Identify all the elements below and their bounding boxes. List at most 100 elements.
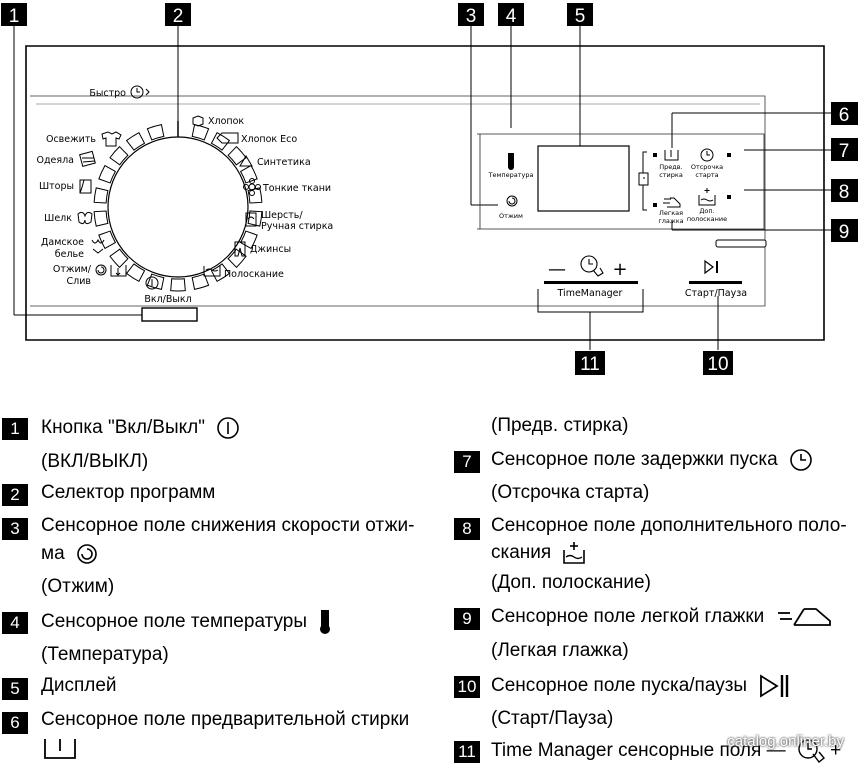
legend-item-7: Сенсорное поле задержки пуска [491, 448, 815, 472]
spin-icon [506, 195, 518, 207]
spin-icon [77, 544, 97, 564]
program-khlopok-eco: Хлопок Eco [241, 134, 297, 145]
lingerie-icon [91, 238, 105, 254]
legend-text-5: Дисплей [41, 675, 117, 696]
extra-rinse-icon [563, 542, 586, 564]
legend-text-7b: (Отсрочка старта) [491, 482, 650, 503]
legend-text-6: Сенсорное поле предварительной стирки [41, 709, 410, 730]
legend-item-1: Кнопка "Вкл/Выкл" [41, 416, 240, 440]
display [537, 145, 630, 212]
legend-text-3: Сенсорное поле снижения скорости отжи- [41, 515, 415, 536]
triangle-icon [239, 155, 253, 167]
program-otzhim-sliv-2: Слив [67, 276, 92, 287]
legend-text-8: Сенсорное поле дополнительного поло- [491, 515, 847, 536]
callout-8: 8 [839, 182, 850, 203]
legend-num-4: 4 [2, 612, 28, 634]
prewash-label-1: Предв. [659, 163, 682, 171]
dial-segment [125, 263, 146, 283]
power-icon [145, 276, 159, 290]
program-selector[interactable] [93, 121, 263, 292]
callout-11: 11 [580, 354, 600, 375]
blanket-icon [79, 150, 96, 167]
legend-num-9: 9 [454, 608, 480, 630]
program-osvezhit: Освежить [46, 134, 96, 145]
shirt-icon [101, 131, 122, 147]
callout-1: 1 [9, 6, 20, 27]
time-plus-button[interactable]: + [612, 259, 627, 280]
jeans-icon [234, 241, 246, 257]
legend-text-2: Селектор программ [41, 482, 216, 503]
callout-2: 2 [173, 6, 184, 27]
delay-icon [790, 449, 812, 471]
dial-segment [93, 187, 109, 204]
wool-icon [245, 212, 257, 227]
legend-text-4: Сенсорное поле температуры [41, 611, 308, 633]
callout-4: 4 [506, 6, 517, 27]
legend-text-9b: (Легкая глажка) [491, 640, 629, 661]
prewash-button[interactable]: стирка [659, 171, 683, 179]
legend-text-9: Сенсорное поле легкой глажки [491, 606, 765, 627]
legend-item-10: Сенсорное поле пуска/паузы [491, 673, 790, 699]
easy-iron-button[interactable]: глажка [658, 217, 683, 225]
easy-iron-label-1: Легкая [659, 209, 683, 217]
time-manager-label: TimeManager [557, 288, 623, 299]
legend-item-4: Сенсорное поле температуры [41, 609, 332, 635]
legend-text-1b: (ВКЛ/ВЫКЛ) [41, 451, 149, 472]
legend-num-6: 6 [2, 712, 28, 734]
time-minus-button[interactable]: — [548, 259, 566, 280]
legend-text-10: Сенсорное поле пуска/паузы [491, 675, 748, 697]
curtain-icon [79, 179, 92, 194]
legend-num-2: 2 [2, 484, 28, 506]
legend-num-1: 1 [2, 418, 28, 440]
iron-icon [777, 608, 831, 626]
program-sherst-1: Шерсть/ [261, 210, 303, 221]
control-panel-diagram: 1 2 3 4 5 6 7 8 9 10 11 Быстро Освежить … [1, 3, 858, 375]
hand-clock-icon [580, 255, 604, 277]
program-sintetika: Синтетика [257, 157, 311, 168]
program-bele: белье [55, 249, 84, 260]
program-shtory: Шторы [39, 181, 74, 192]
legend-item-3b: ма [41, 542, 98, 566]
dial-segment [170, 278, 186, 292]
power-button[interactable] [141, 307, 198, 322]
legend-text-8c: (Доп. полоскание) [491, 572, 651, 593]
rinse-icon [203, 266, 221, 277]
extra-rinse-button[interactable]: полоскание [687, 215, 727, 223]
delay-button[interactable]: старта [695, 171, 718, 179]
program-bystro: Быстро [89, 88, 126, 99]
legend-text-3c: (Отжим) [41, 576, 115, 597]
program-poloskanie: Полоскание [224, 269, 284, 280]
dial-segment [247, 210, 263, 227]
program-khlopok: Хлопок [208, 116, 244, 127]
start-pause-button[interactable]: Старт/Пауза [685, 288, 747, 299]
panel-inner-edge [30, 95, 766, 307]
dial-segment [109, 145, 129, 166]
prewash-icon [44, 739, 76, 759]
program-odeyala: Одеяла [37, 155, 75, 166]
legend-num-10: 10 [454, 676, 480, 698]
dial-segment [191, 273, 210, 290]
legend-text-7: Сенсорное поле задержки пуска [491, 449, 778, 471]
dial-segment [125, 131, 146, 151]
cotton-icon [192, 115, 204, 127]
dial-segment [227, 145, 247, 166]
dial-segment [98, 164, 117, 184]
legend-item-11: Time Manager сенсорные поля — + [491, 738, 841, 764]
temperature-button[interactable]: Температура [488, 171, 534, 179]
program-dzhinsy: Джинсы [250, 244, 291, 255]
legend-num-5: 5 [2, 678, 28, 700]
spin-button[interactable]: Отжим [499, 212, 523, 220]
legend-text-11: Time Manager сенсорные поля [491, 740, 762, 762]
legend-text-3b: ма [41, 543, 65, 564]
legend-num-11: 11 [454, 741, 480, 763]
callout-3: 3 [466, 6, 477, 27]
delay-icon [700, 148, 714, 162]
legend-text-11-minus: — [766, 740, 786, 762]
legend-item-8b: скания [491, 541, 586, 565]
power-icon [217, 417, 240, 439]
legend-text-11-plus: + [830, 740, 842, 762]
drain-icon [110, 265, 127, 277]
spin-icon [95, 264, 107, 276]
program-otzhim-sliv-1: Отжим/ [53, 264, 92, 275]
